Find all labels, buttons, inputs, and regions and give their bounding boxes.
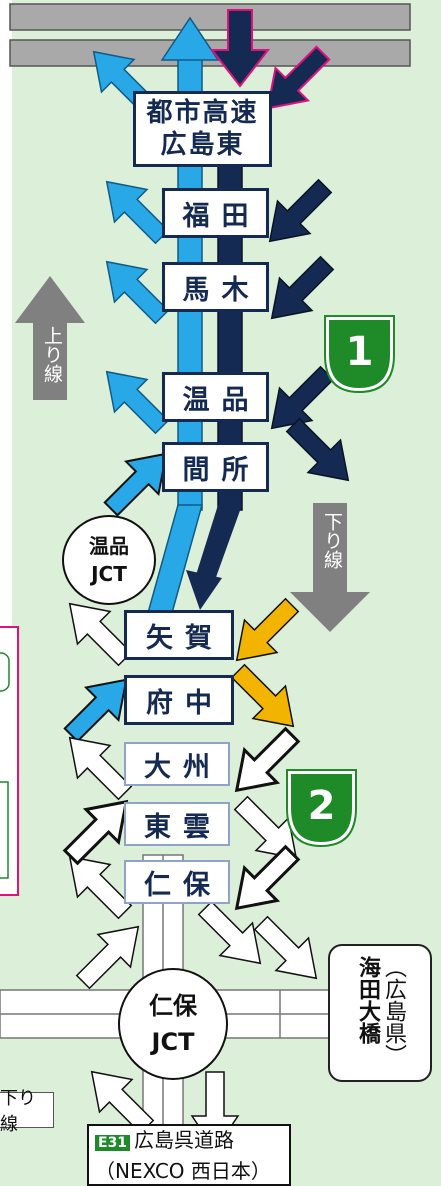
ic-fukuda: 福田	[162, 188, 269, 238]
jct-nukushina: 温品 JCT	[62, 515, 156, 605]
up-direction-arrow	[15, 276, 85, 400]
ic-shutoko-line1: 都市高速	[146, 98, 259, 128]
up-direction-label: 上り線	[41, 326, 63, 383]
jct-niho-line1: 仁保	[149, 992, 197, 1020]
down-direction-label: 下り線	[321, 512, 343, 569]
ic-shutoko-line2: 広島東	[160, 130, 245, 160]
jct-nukushina-line2: JCT	[91, 562, 127, 586]
ic-ozu: 大州	[124, 742, 230, 786]
expressway-name: 広島呉道路	[134, 1127, 235, 1152]
top-entry-arrow-down	[209, 9, 271, 88]
left-info-panel	[0, 0, 19, 896]
ic-yaga: 矢賀	[124, 610, 234, 660]
ic-umaki: 馬木	[162, 262, 269, 312]
ic-nukushina: 温品	[162, 372, 269, 422]
expressway-operator: （NEXCO 西日本）	[95, 1158, 271, 1183]
jct-niho-line2: JCT	[151, 1028, 195, 1056]
route-2-shield	[286, 769, 357, 848]
ic-shinonome: 東雲	[124, 802, 230, 846]
route-1-shield	[324, 315, 395, 394]
e31-badge: E31	[95, 1134, 131, 1151]
bridge-prefecture: （広島県）	[381, 956, 406, 1066]
jct-nukushina-line1: 温品	[89, 534, 129, 558]
down-direction-arrow	[290, 503, 370, 632]
down-direction-label-left: 下り線	[0, 1088, 54, 1135]
ic-magaso: 間所	[162, 442, 269, 492]
route-1-number: 1	[345, 329, 374, 375]
bridge-name: 海田大橋	[355, 956, 380, 1044]
kaita-bridge-label: （広島県） 海田大橋	[328, 944, 432, 1082]
jct-niho: 仁保 JCT	[118, 968, 228, 1080]
ic-fuchu: 府中	[124, 675, 234, 725]
ic-shutoko-hiroshima-higashi: 都市高速 広島東	[133, 91, 272, 167]
route-2-number: 2	[307, 783, 336, 829]
ic-niho: 仁保	[124, 860, 230, 904]
